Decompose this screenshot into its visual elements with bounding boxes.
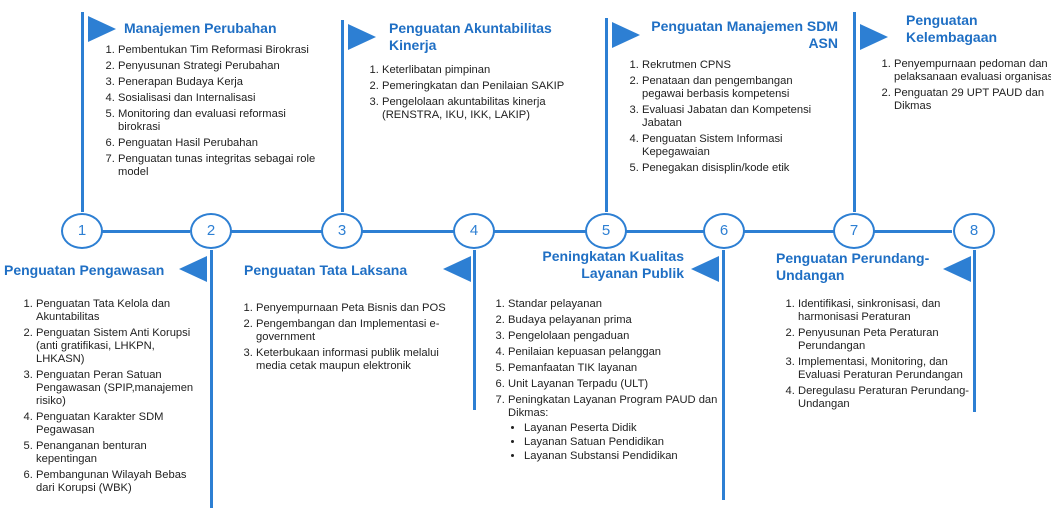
section-title-manajemen-sdm-asn: Penguatan Manajemen SDM ASN — [651, 18, 838, 51]
list-item: Penerapan Budaya Kerja — [118, 76, 330, 89]
timeline-segment — [874, 230, 952, 233]
timeline-segment — [362, 230, 454, 233]
stem-6 — [722, 250, 725, 500]
list-item: Penguatan tunas integritas sebagai role … — [118, 153, 330, 179]
flag-3-icon — [348, 24, 376, 50]
stem-1 — [81, 12, 84, 212]
list-item: Implementasi, Monitoring, dan Evaluasi P… — [798, 356, 980, 382]
sub-list-item: Layanan Satuan Pendidikan — [524, 436, 720, 449]
timeline-node-3: 3 — [321, 213, 363, 249]
flag-2-icon — [179, 256, 207, 282]
list-item: Penguatan Sistem Anti Korupsi (anti grat… — [36, 327, 206, 366]
list-item: Pemeringkatan dan Penilaian SAKIP — [382, 80, 586, 93]
stem-8 — [973, 250, 976, 412]
timeline-segment — [100, 230, 190, 233]
list-item: Identifikasi, sinkronisasi, dan harmonis… — [798, 298, 980, 324]
section-list-kelembagaan: Penyempurnaan pedoman dan pelaksanaan ev… — [874, 58, 1051, 116]
list-item: Unit Layanan Terpadu (ULT) — [508, 378, 720, 391]
section-list-manajemen-sdm-asn: Rekrutmen CPNS Penataan dan pengembangan… — [622, 59, 834, 178]
list-item: Deregulasu Peraturan Perundang-Undangan — [798, 385, 980, 411]
timeline-node-6: 6 — [703, 213, 745, 249]
flag-5-icon — [612, 22, 640, 48]
timeline-node-7: 7 — [833, 213, 875, 249]
section-list-akuntabilitas-kinerja: Keterlibatan pimpinan Pemeringkatan dan … — [362, 64, 586, 125]
timeline-node-8: 8 — [953, 213, 995, 249]
list-item: Pengelolaan pengaduan — [508, 330, 720, 343]
list-item: Penyempurnaan pedoman dan pelaksanaan ev… — [894, 58, 1051, 84]
section-title-perundang-undangan: Penguatan Perundang-Undangan — [776, 250, 930, 283]
list-item: Penanganan benturan kepentingan — [36, 440, 206, 466]
list-item: Sosialisasi dan Internalisasi — [118, 92, 330, 105]
timeline-node-1: 1 — [61, 213, 103, 249]
section-list-kualitas-layanan-publik: Standar pelayanan Budaya pelayanan prima… — [488, 298, 720, 466]
section-title-penguatan-pengawasan: Penguatan Pengawasan — [4, 262, 165, 278]
list-item: Penguatan Sistem Informasi Kepegawaian — [642, 133, 834, 159]
section-title-manajemen-perubahan: Manajemen Perubahan — [124, 20, 277, 36]
list-item: Keterlibatan pimpinan — [382, 64, 586, 77]
timeline-node-4: 4 — [453, 213, 495, 249]
list-item: Penyusunan Peta Peraturan Perundangan — [798, 327, 980, 353]
flag-1-icon — [88, 16, 116, 42]
list-item: Penguatan Peran Satuan Pengawasan (SPIP,… — [36, 369, 206, 408]
list-item: Monitoring dan evaluasi reformasi birokr… — [118, 108, 330, 134]
stem-7 — [853, 12, 856, 212]
timeline-segment — [494, 230, 586, 233]
list-item-text: Peningkatan Layanan Program PAUD dan Dik… — [508, 394, 718, 419]
section-list-penguatan-pengawasan: Penguatan Tata Kelola dan Akuntabilitas … — [16, 298, 206, 498]
list-item: Pemanfaatan TIK layanan — [508, 362, 720, 375]
list-item: Standar pelayanan — [508, 298, 720, 311]
list-item: Rekrutmen CPNS — [642, 59, 834, 72]
list-item: Pembentukan Tim Reformasi Birokrasi — [118, 44, 330, 57]
sub-list: Layanan Peserta Didik Layanan Satuan Pen… — [508, 422, 720, 463]
section-list-tata-laksana: Penyempurnaan Peta Bisnis dan POS Pengem… — [236, 302, 472, 376]
sub-list-item: Layanan Substansi Pendidikan — [524, 450, 720, 463]
list-item: Penilaian kepuasan pelanggan — [508, 346, 720, 359]
list-item: Penguatan Tata Kelola dan Akuntabilitas — [36, 298, 206, 324]
flag-6-icon — [691, 256, 719, 282]
section-title-kualitas-layanan-publik: Peningkatan Kualitas Layanan Publik — [542, 248, 684, 281]
list-item: Penguatan Karakter SDM Pegawasan — [36, 411, 206, 437]
list-item: Budaya pelayanan prima — [508, 314, 720, 327]
timeline-segment — [230, 230, 322, 233]
section-title-tata-laksana: Penguatan Tata Laksana — [244, 262, 408, 278]
list-item: Penguatan 29 UPT PAUD dan Dikmas — [894, 87, 1051, 113]
flag-8-icon — [943, 256, 971, 282]
section-title-akuntabilitas-kinerja: Penguatan Akuntabilitas Kinerja — [389, 20, 552, 53]
list-item: Penegakan disisplin/kode etik — [642, 162, 834, 175]
flag-7-icon — [860, 24, 888, 50]
list-item: Pembangunan Wilayah Bebas dari Korupsi (… — [36, 469, 206, 495]
list-item: Penataan dan pengembangan pegawai berbas… — [642, 75, 834, 101]
list-item: Penyempurnaan Peta Bisnis dan POS — [256, 302, 472, 315]
list-item: Penyusunan Strategi Perubahan — [118, 60, 330, 73]
timeline-segment — [626, 230, 704, 233]
timeline-node-2: 2 — [190, 213, 232, 249]
stem-4 — [473, 250, 476, 410]
section-list-perundang-undangan: Identifikasi, sinkronisasi, dan harmonis… — [778, 298, 980, 414]
list-item: Evaluasi Jabatan dan Kompetensi Jabatan — [642, 104, 834, 130]
stem-5 — [605, 18, 608, 212]
list-item: Pengembangan dan Implementasi e-governme… — [256, 318, 472, 344]
list-item: Keterbukaan informasi publik melalui med… — [256, 347, 472, 373]
section-list-manajemen-perubahan: Pembentukan Tim Reformasi Birokrasi Peny… — [98, 44, 330, 182]
list-item: Pengelolaan akuntabilitas kinerja (RENST… — [382, 96, 586, 122]
timeline-segment — [744, 230, 834, 233]
stem-2 — [210, 250, 213, 508]
flag-4-icon — [443, 256, 471, 282]
stem-3 — [341, 20, 344, 212]
list-item: Penguatan Hasil Perubahan — [118, 137, 330, 150]
sub-list-item: Layanan Peserta Didik — [524, 422, 720, 435]
timeline-node-5: 5 — [585, 213, 627, 249]
section-title-kelembagaan: Penguatan Kelembagaan — [906, 12, 998, 45]
list-item: Peningkatan Layanan Program PAUD dan Dik… — [508, 394, 720, 463]
